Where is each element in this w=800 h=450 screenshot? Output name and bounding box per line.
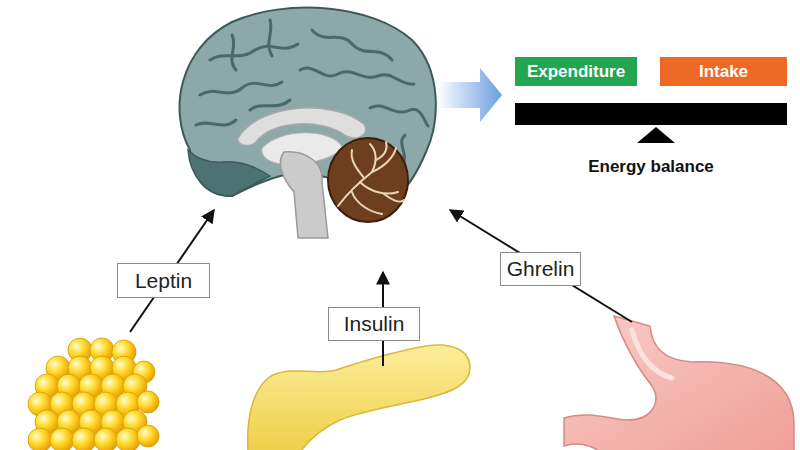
node-text: Insulin	[344, 312, 405, 336]
balance-fulcrum	[637, 127, 675, 143]
fat-cell	[137, 391, 159, 413]
balance-caption: Energy balance	[556, 157, 746, 177]
node-text: Leptin	[135, 269, 192, 293]
hormone-label-box: Ghrelin	[500, 252, 581, 286]
fat-cell	[137, 425, 159, 447]
intake-box: Intake	[660, 57, 787, 86]
fat-cell	[72, 428, 96, 450]
expenditure-box: Expenditure	[515, 57, 637, 86]
stomach-shading	[632, 330, 672, 378]
brain-illustration	[180, 8, 436, 238]
fat-cell	[94, 428, 118, 450]
signal-arrow	[450, 210, 632, 322]
brain-folds	[196, 20, 428, 168]
flow-arrow	[437, 68, 502, 122]
brainstem	[280, 152, 328, 238]
node-text: Expenditure	[527, 62, 625, 82]
stomach-illustration	[564, 316, 794, 450]
hormone-label-box: Insulin	[328, 307, 420, 341]
node-text: Intake	[699, 62, 748, 82]
pancreas-illustration	[248, 345, 470, 450]
balance-beam	[515, 103, 787, 125]
hormone-label-box: Leptin	[117, 263, 210, 298]
fat-cell	[50, 428, 74, 450]
fat-cells-illustration	[28, 338, 159, 450]
node-text: Ghrelin	[507, 257, 575, 281]
fat-cell	[28, 428, 52, 450]
cerebellum-tree	[338, 142, 404, 214]
cerebellum	[328, 138, 408, 222]
frontal-base	[188, 150, 270, 196]
fat-cell	[116, 428, 140, 450]
